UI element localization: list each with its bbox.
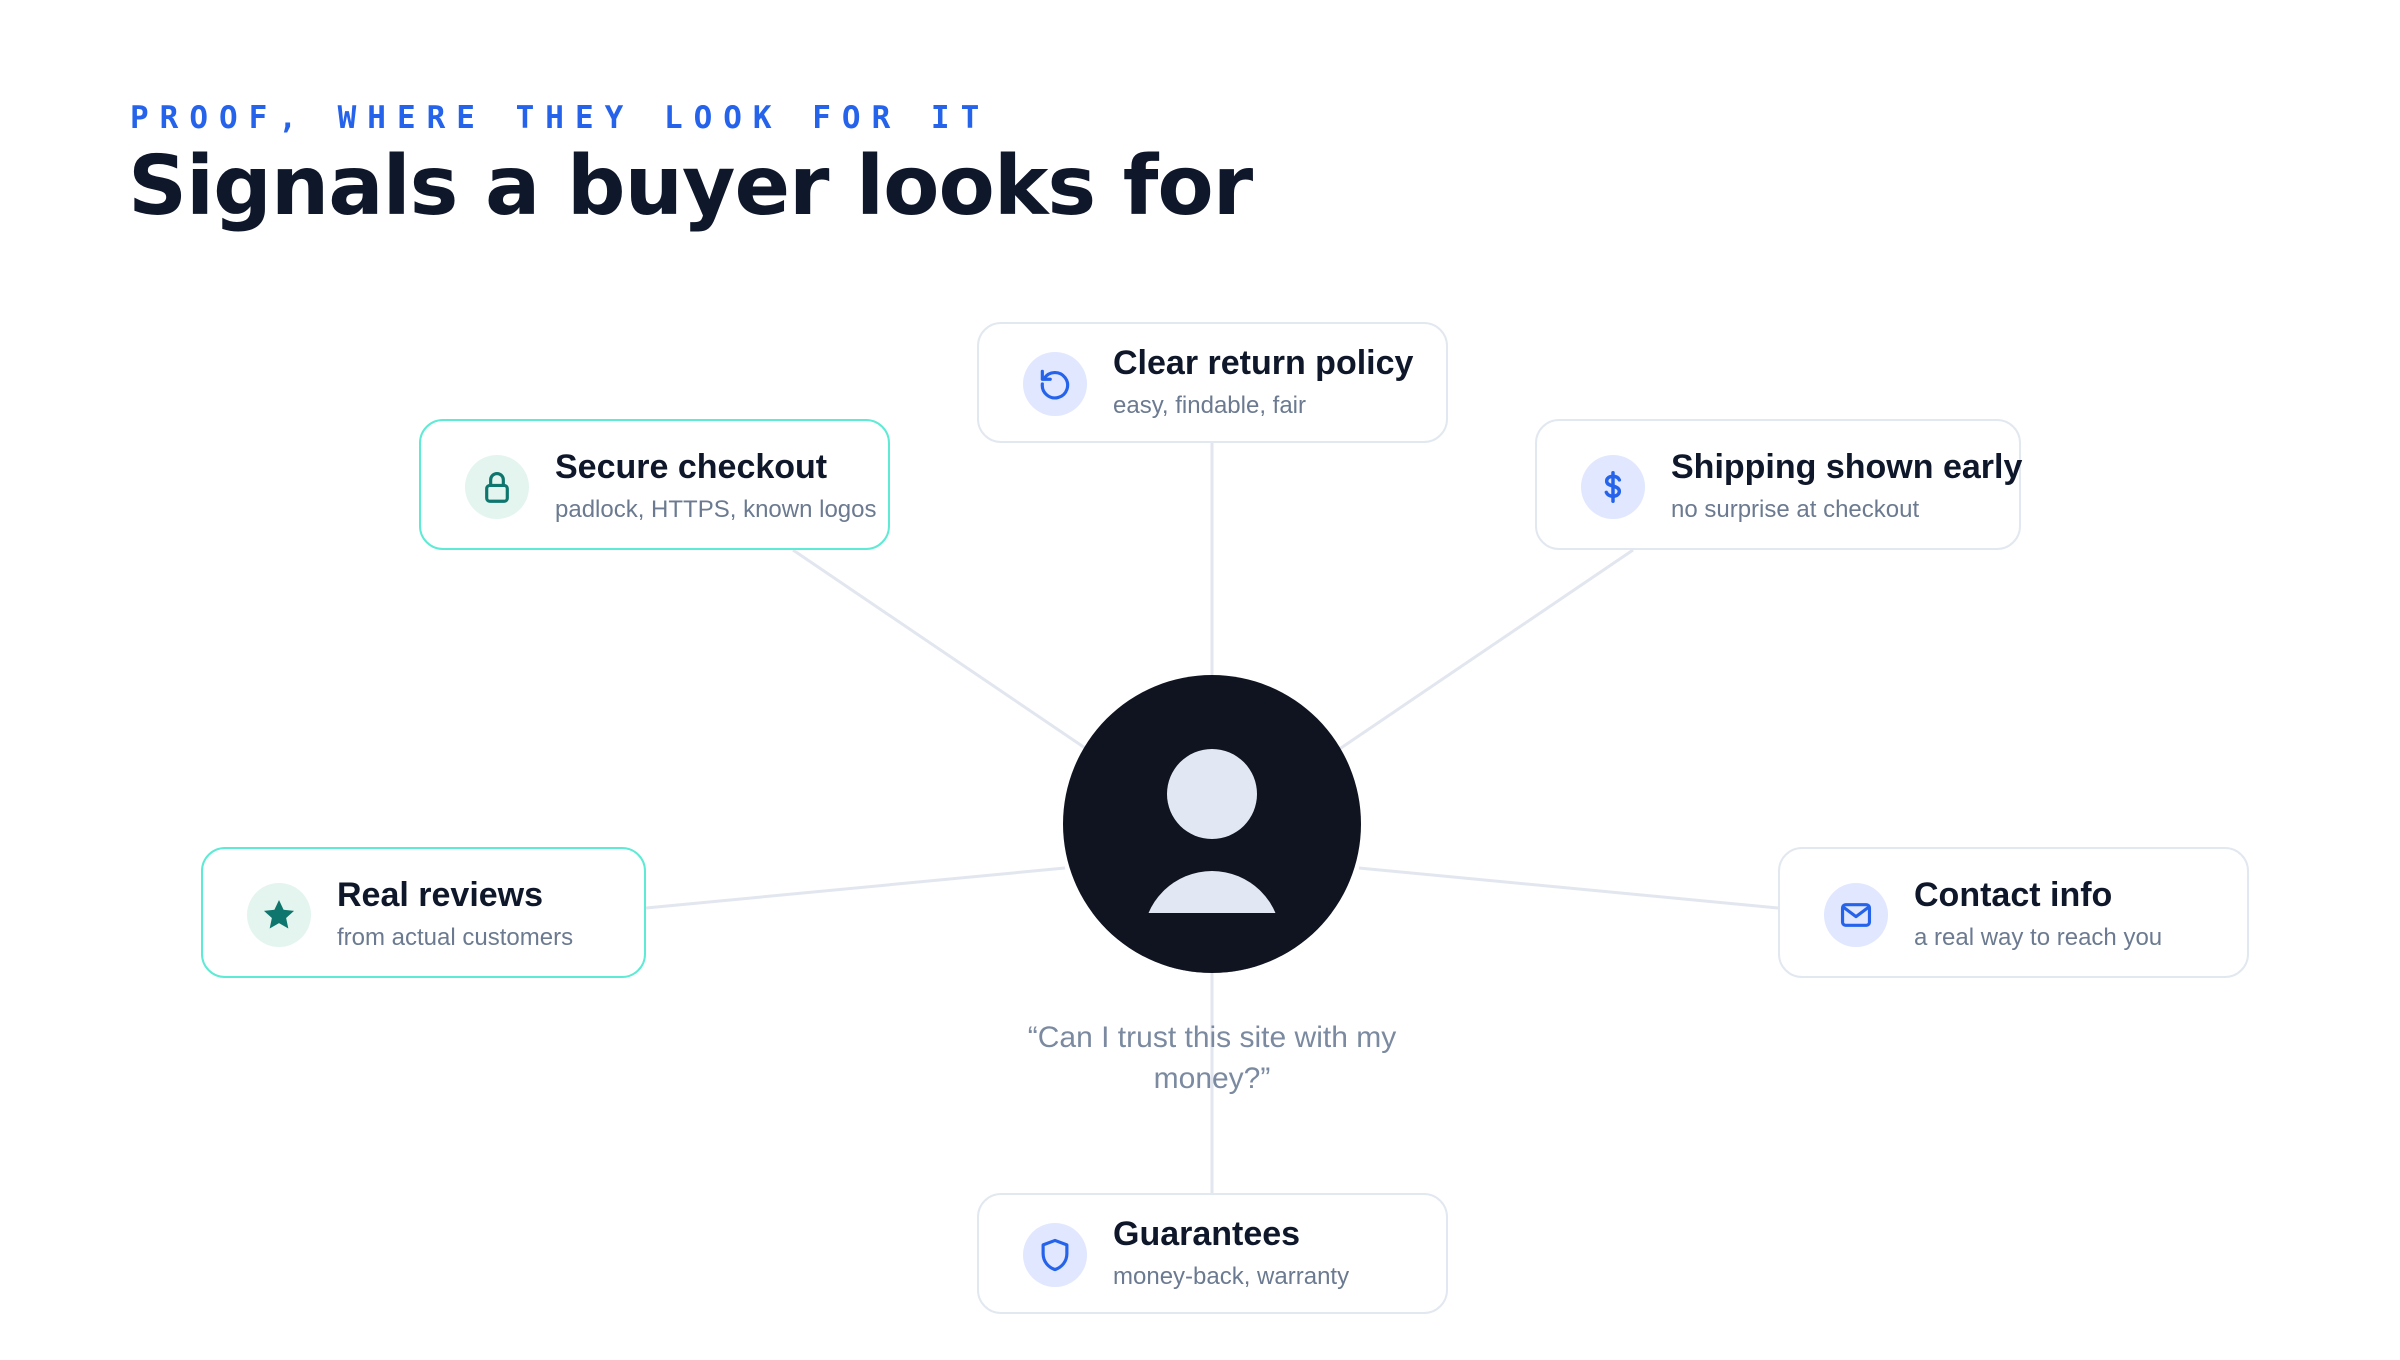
mail-icon — [1824, 883, 1888, 947]
signal-title: Guarantees — [1113, 1215, 1301, 1253]
signal-subtitle: no surprise at checkout — [1671, 496, 1920, 523]
signal-subtitle: easy, findable, fair — [1113, 392, 1306, 419]
avatar-head — [1167, 749, 1257, 839]
signal-title: Secure checkout — [555, 448, 828, 486]
signal-card-contact: Contact info a real way to reach you — [1778, 847, 2249, 978]
signal-card-return-policy: Clear return policy easy, findable, fair — [977, 322, 1448, 443]
signal-subtitle: a real way to reach you — [1914, 924, 2163, 951]
signal-card-reviews: Real reviews from actual customers — [201, 847, 646, 978]
refresh-icon — [1023, 352, 1087, 416]
buyer-question: “Can I trust this site with my money?” — [1027, 1021, 1397, 1095]
signal-subtitle: padlock, HTTPS, known logos — [555, 496, 877, 523]
signal-card-guarantees: Guarantees money-back, warranty — [977, 1193, 1448, 1314]
connector-shipping — [1334, 548, 1634, 754]
signal-title: Shipping shown early — [1671, 448, 2023, 486]
page-title: Signals a buyer looks for — [128, 139, 1253, 234]
star-icon — [247, 883, 311, 947]
signal-card-secure-checkout: Secure checkout padlock, HTTPS, known lo… — [419, 419, 890, 550]
signal-subtitle: money-back, warranty — [1113, 1263, 1350, 1290]
dollar-icon — [1581, 455, 1645, 519]
signal-card-shipping: Shipping shown early no surprise at chec… — [1535, 419, 2023, 550]
eyebrow-label: PROOF, WHERE THEY LOOK FOR IT — [130, 100, 991, 136]
connector-contact — [1358, 866, 1779, 910]
user-icon — [1063, 675, 1361, 973]
signal-title: Clear return policy — [1113, 344, 1414, 382]
connector-secure-checkout — [792, 548, 1092, 754]
signal-subtitle: from actual customers — [337, 924, 574, 951]
signal-title: Contact info — [1914, 876, 2113, 914]
shield-icon — [1023, 1223, 1087, 1287]
signal-title: Real reviews — [337, 876, 544, 914]
lock-icon — [465, 455, 529, 519]
connector-reviews — [645, 866, 1066, 910]
